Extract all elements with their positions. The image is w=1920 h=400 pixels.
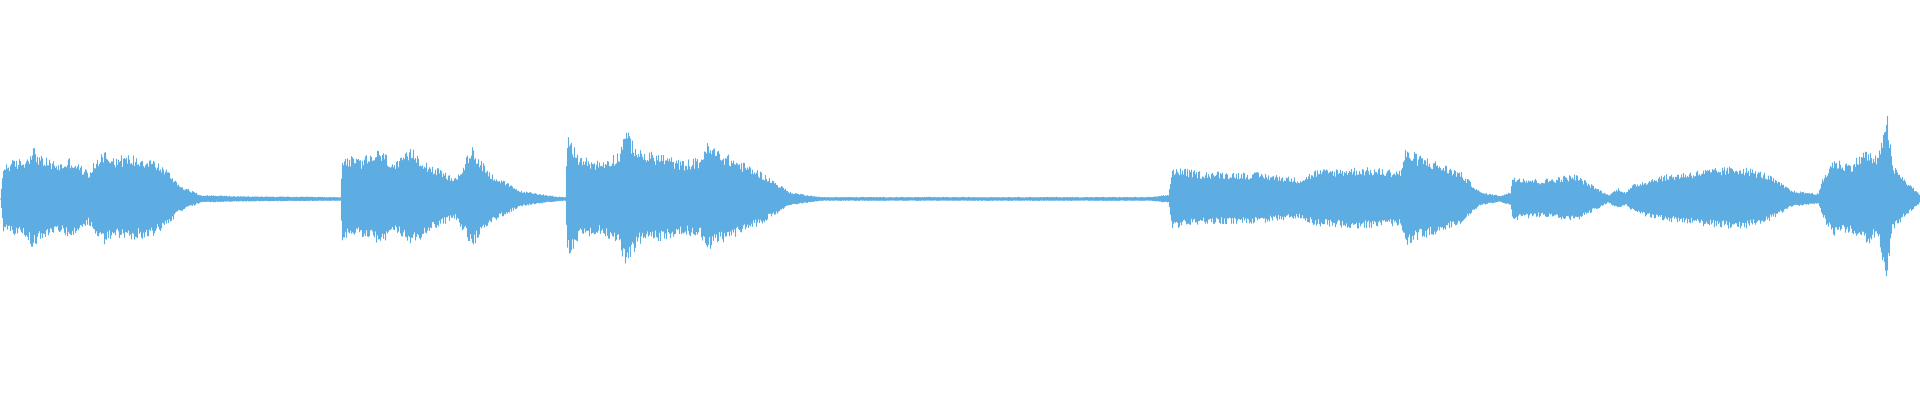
waveform-shape [0, 115, 1920, 277]
